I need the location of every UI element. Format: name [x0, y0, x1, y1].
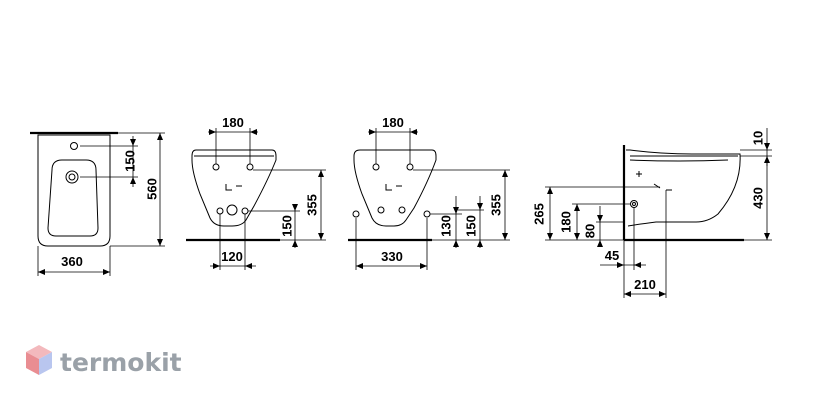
dim-front-height: 355: [305, 194, 320, 216]
rear-view: 180 355 130 150 330: [348, 115, 510, 270]
dim-front-mount-spacing: 120: [221, 249, 243, 264]
dim-front-mount-height: 150: [280, 215, 295, 237]
dim-top-depth: 560: [145, 178, 160, 200]
dim-rear-mount-height-a: 130: [439, 215, 454, 237]
top-view-tap-hole: [70, 142, 78, 150]
dim-rear-height: 355: [489, 194, 504, 216]
top-view-drain: [65, 170, 79, 184]
top-view-outline: [37, 134, 111, 247]
dim-rear-hole-spacing: 180: [382, 115, 404, 130]
top-view-bowl: [47, 159, 99, 237]
dim-front-hole-spacing: 180: [222, 115, 244, 130]
dim-side-lower-height: 80: [583, 224, 598, 238]
dim-top-width: 360: [61, 254, 83, 269]
rear-view-hole-left: [372, 163, 380, 171]
rear-view-hole-right: [406, 163, 414, 171]
cube-logo-icon: [26, 345, 52, 375]
dim-side-offset-a: 45: [605, 248, 619, 263]
top-view: 150 560 360: [30, 131, 165, 276]
dim-side-rim-thickness: 10: [751, 131, 766, 145]
side-view-outline: [626, 149, 741, 227]
dim-top-hole-offset: 150: [123, 150, 138, 172]
dim-side-offset-b: 210: [634, 277, 656, 292]
side-view: 10 430 265 180 80 45: [532, 128, 772, 298]
rear-view-outline: [353, 149, 437, 227]
dim-side-outlet-height: 180: [559, 211, 574, 233]
dim-side-inlet-height: 265: [532, 203, 547, 225]
front-view-outline: [191, 149, 277, 227]
side-view-outlet: [630, 200, 638, 208]
dim-rear-mount-height-b: 150: [464, 215, 479, 237]
front-view: 180 355 150 120: [186, 115, 326, 270]
watermark-brand: termokit: [60, 348, 182, 377]
front-view-hole-right: [246, 163, 254, 171]
front-view-hole-left: [212, 163, 220, 171]
dim-side-height: 430: [751, 187, 766, 209]
termokit-watermark: termokit: [26, 345, 182, 377]
dim-rear-mount-spacing: 330: [381, 249, 403, 264]
